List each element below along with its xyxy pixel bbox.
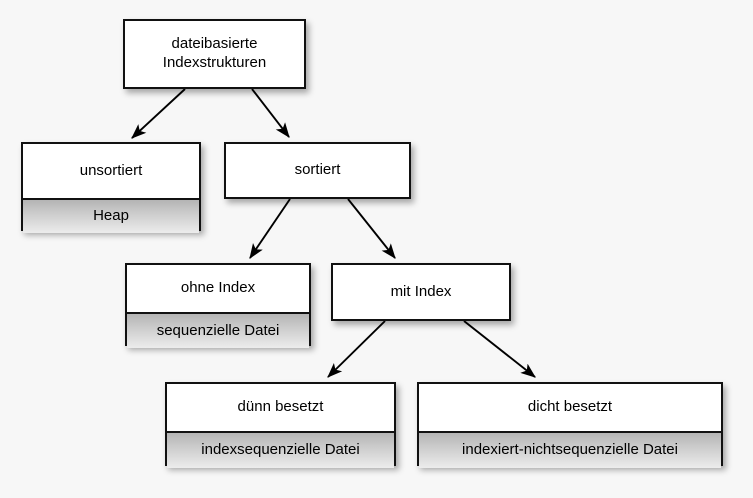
node-subtitle: indexiert-nichtsequenzielle Datei (419, 431, 721, 468)
node-dateibasierte-indexstrukturen[interactable]: dateibasierte Indexstrukturen (123, 19, 306, 89)
node-title: dicht besetzt (419, 384, 721, 431)
node-ohne-index[interactable]: ohne Index sequenzielle Datei (125, 263, 311, 348)
node-sortiert[interactable]: sortiert (224, 142, 411, 199)
node-title: dünn besetzt (167, 384, 394, 431)
node-mit-index[interactable]: mit Index (331, 263, 511, 321)
node-title-line2: Indexstrukturen (162, 54, 267, 71)
node-title: unsortiert (23, 144, 199, 198)
node-title: ohne Index (127, 265, 309, 312)
node-dicht-besetzt[interactable]: dicht besetzt indexiert-nichtsequenziell… (417, 382, 723, 468)
node-unsortiert[interactable]: unsortiert Heap (21, 142, 201, 233)
edge-root-to-unsortiert (131, 88, 186, 139)
node-subtitle: indexsequenzielle Datei (167, 431, 394, 468)
node-duenn-besetzt[interactable]: dünn besetzt indexsequenzielle Datei (165, 382, 396, 468)
edge-sortiert-to-mit-index (347, 198, 396, 259)
edge-mit-index-to-duenn (327, 320, 386, 378)
edge-sortiert-to-ohne-index (249, 198, 291, 259)
node-title-line1: dateibasierte (171, 35, 258, 53)
edge-mit-index-to-dicht (463, 320, 536, 378)
node-title: dateibasierte Indexstrukturen (125, 21, 304, 87)
node-title: sortiert (226, 144, 409, 197)
node-subtitle: Heap (23, 198, 199, 233)
edge-root-to-sortiert (251, 88, 290, 138)
node-subtitle: sequenzielle Datei (127, 312, 309, 348)
node-title: mit Index (333, 265, 509, 319)
